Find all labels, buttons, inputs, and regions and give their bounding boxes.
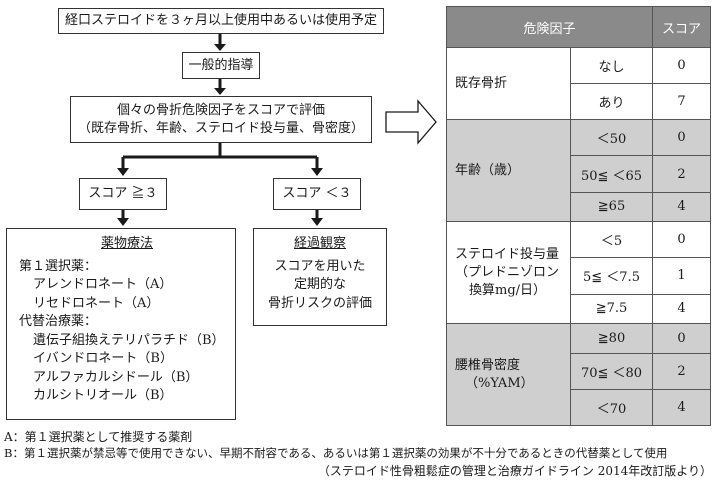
risk-score-table: 危険因子 スコア 既存骨折 なし 0 あり 7 年齢（歳） ＜50 0 50≦ … (445, 6, 712, 427)
observation-box: 経過観察 スコアを用いた 定期的な 骨折リスクの評価 (253, 228, 387, 326)
observation-line: 定期的な (293, 277, 346, 292)
score-high-text: スコア ≧３ (88, 186, 158, 201)
table-row: ステロイド投与量 （プレドニゾロン 換算mg/日） ＜5 0 (446, 221, 712, 325)
drug-item: アレンドロネート（A） (33, 277, 173, 292)
drug-therapy-box: 薬物療法 第１選択薬： アレンドロネート（A） リセドロネート（A） 代替治療薬… (6, 228, 236, 420)
drug-item: アルファカルシドール（B） (33, 369, 199, 385)
factor-cell: 腰椎骨密度 （%YAM） (446, 323, 571, 426)
score-cell: 2 (652, 352, 712, 390)
factor-label: （プレドニゾロン (455, 264, 560, 280)
table-row: ≧65 4 (447, 191, 712, 223)
condition-cell: 5≦ ＜7.5 (569, 257, 654, 295)
condition-cell: ＜5 (569, 221, 654, 259)
table-row: 5≦ ＜7.5 1 (447, 257, 712, 295)
condition-cell: 70≦ ＜80 (569, 352, 654, 390)
score-cell: 4 (652, 388, 712, 427)
score-cell: 4 (652, 293, 712, 325)
condition-cell: ≧80 (569, 323, 654, 354)
factor-label: 換算mg/日） (469, 282, 547, 298)
table-row: 腰椎骨密度 （%YAM） ≧80 0 (446, 323, 712, 426)
score-cell: 4 (652, 191, 712, 223)
condition-cell: ≧65 (569, 191, 654, 223)
observation-title: 経過観察 (293, 236, 346, 251)
arrow-right-icon (385, 99, 437, 145)
table-row: ＜70 4 (447, 388, 712, 427)
footnote-a: A：第１選択薬として推奨する薬剤 (4, 430, 193, 444)
alternative-label: 代替治療薬： (19, 314, 98, 329)
flow-start-text: 経口ステロイドを３ヶ月以上使用中あるいは使用予定 (64, 13, 377, 28)
drug-therapy-title: 薬物療法 (100, 236, 153, 251)
factor-label: 既存骨折 (455, 75, 508, 91)
factor-label: ステロイド投与量 (455, 246, 560, 262)
table-row: 年齢（歳） ＜50 0 (446, 119, 712, 223)
condition-cell: ＜50 (569, 119, 654, 157)
score-cell: 7 (652, 83, 712, 121)
footnote-b: B：第１選択薬が禁忌等で使用できない、早期不耐容である、あるいは第１選択薬の効果… (4, 446, 668, 460)
observation-line: スコアを用いた (274, 258, 366, 274)
condition-cell: ＜70 (569, 388, 654, 427)
condition-cell: ≧7.5 (569, 293, 654, 325)
source-citation: （ステロイド性骨粗鬆症の管理と治療ガイドライン 2014年改訂版より） (317, 464, 712, 478)
header-score: スコア (652, 6, 712, 48)
score-cell: 0 (652, 323, 712, 354)
factor-cell: ステロイド投与量 （プレドニゾロン 換算mg/日） (446, 221, 571, 325)
factor-cell: 年齢（歳） (446, 119, 571, 223)
score-low-box: スコア ＜３ (273, 178, 361, 210)
drug-item: カルシトリオール（B） (33, 388, 173, 403)
general-guidance-box: 一般的指導 (182, 52, 260, 79)
table-header-row: 危険因子 スコア (445, 6, 712, 48)
factor-label: 腰椎骨密度 (455, 357, 521, 373)
table-row: 既存骨折 なし 0 (446, 46, 712, 121)
first-choice-label: 第１選択薬： (19, 258, 98, 274)
score-cell: 2 (652, 155, 712, 193)
score-cell: 0 (652, 46, 712, 85)
condition-cell: あり (569, 83, 654, 121)
score-low-text: スコア ＜３ (282, 186, 352, 201)
table-row: 50≦ ＜65 2 (447, 155, 712, 193)
header-risk-factor: 危険因子 (445, 6, 654, 48)
condition-cell: なし (569, 46, 654, 85)
score-cell: 0 (652, 119, 712, 157)
flow-start-box: 経口ステロイドを３ヶ月以上使用中あるいは使用予定 (58, 8, 384, 34)
table-row: 70≦ ＜80 2 (447, 352, 712, 390)
drug-item: イバンドロネート（B） (33, 351, 173, 366)
drug-item: 遺伝子組換えテリパラチド（B） (33, 332, 225, 348)
observation-line: 骨折リスクの評価 (267, 295, 372, 311)
drug-item: リセドロネート（A） (33, 295, 160, 311)
factor-label: 年齢（歳） (455, 162, 521, 178)
score-high-box: スコア ≧３ (79, 178, 167, 210)
general-guidance-text: 一般的指導 (188, 58, 254, 73)
evaluate-line1: 個々の骨折危険因子をスコアで評価 (116, 103, 325, 118)
factor-cell: 既存骨折 (446, 46, 571, 121)
condition-cell: 50≦ ＜65 (569, 155, 654, 193)
score-cell: 1 (652, 257, 712, 295)
evaluate-box: 個々の骨折危険因子をスコアで評価 （既存骨折、年齢、ステロイド投与量、骨密度） (70, 96, 372, 143)
table-row: ≧7.5 4 (447, 293, 712, 325)
evaluate-line2: （既存骨折、年齢、ステロイド投与量、骨密度） (77, 121, 364, 136)
factor-label: （%YAM） (465, 375, 534, 391)
score-cell: 0 (652, 221, 712, 259)
